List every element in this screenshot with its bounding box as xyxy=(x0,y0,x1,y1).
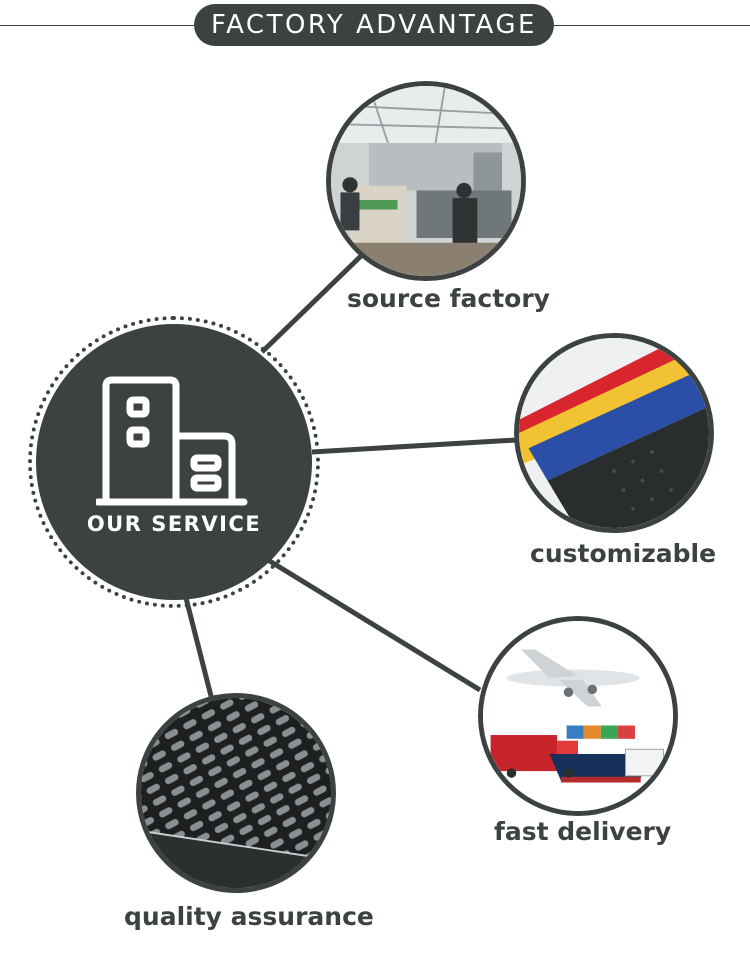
header-title: FACTORY ADVANTAGE xyxy=(194,4,554,46)
connector-quality-assurance xyxy=(183,597,215,701)
mat-texture-photo xyxy=(136,693,336,893)
feature-label-quality-assurance: quality assurance xyxy=(124,902,374,931)
transport-photo xyxy=(478,616,678,816)
header-line-left xyxy=(0,25,194,26)
hub-label: OUR SERVICE xyxy=(86,512,262,536)
feature-label-fast-delivery: fast delivery xyxy=(494,817,672,846)
header-line-right xyxy=(554,25,750,26)
building-icon xyxy=(96,376,248,506)
factory-photo xyxy=(326,81,526,281)
connector-source-factory xyxy=(260,253,364,354)
connector-fast-delivery xyxy=(266,557,482,693)
connector-customizable xyxy=(311,437,517,455)
bar-mat-photo xyxy=(514,333,714,533)
feature-label-source-factory: source factory xyxy=(347,284,550,313)
hub-dotted-ring xyxy=(28,316,320,608)
feature-label-customizable: customizable xyxy=(530,539,717,568)
